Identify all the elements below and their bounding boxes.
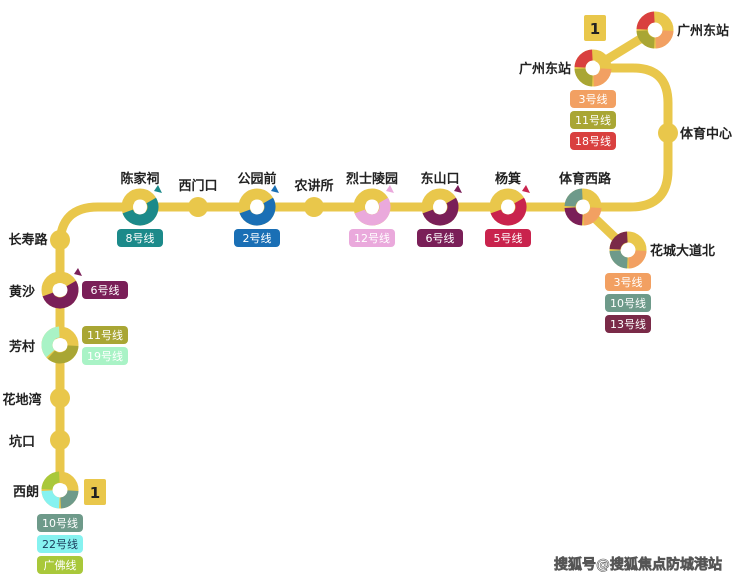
interchange-icon [353, 185, 394, 226]
station-14[interactable]: 花城大道北 3号线 10号线 13号线 [605, 231, 715, 333]
station-label: 坑口 [9, 434, 35, 450]
station-10[interactable]: 烈士陵园 12号线 [346, 171, 398, 247]
line-track-main [55, 63, 673, 495]
interchange-icon [609, 231, 647, 269]
station-label: 东山口 [420, 171, 459, 187]
station-label: 广州东站 [677, 23, 729, 39]
transfer-badge[interactable]: 12号线 [349, 229, 395, 247]
station-label: 农讲所 [293, 178, 333, 194]
transfer-badge[interactable]: 10号线 [37, 514, 83, 532]
station-dot [658, 123, 678, 143]
transfer-badge-label: 11号线 [87, 328, 123, 342]
interchange-icon [421, 185, 462, 226]
transfer-badge[interactable]: 13号线 [605, 315, 651, 333]
interchange-icon [41, 326, 79, 364]
station-2[interactable]: 花地湾 [2, 388, 70, 408]
station-label: 花城大道北 [650, 243, 715, 259]
station-dot [188, 197, 208, 217]
transfer-badge[interactable]: 11号线 [82, 326, 128, 344]
transfer-badge[interactable]: 3号线 [605, 273, 651, 291]
transfer-badge-label: 19号线 [87, 349, 123, 363]
interchange-icon [41, 471, 79, 509]
transfer-badge-label: 13号线 [610, 317, 646, 331]
watermark: 搜狐号@搜狐焦点防城港站 [554, 556, 722, 573]
station-12[interactable]: 杨箕 5号线 [485, 171, 531, 247]
station-5[interactable]: 长寿路 [8, 230, 70, 250]
station-label: 黄沙 [9, 284, 35, 300]
transfer-badge-label: 3号线 [614, 275, 643, 289]
station-6[interactable]: 陈家祠 8号线 [117, 171, 163, 247]
station-label: 花地湾 [2, 392, 41, 408]
station-15[interactable]: 体育中心 [658, 123, 732, 143]
interchange-icon [636, 11, 674, 49]
interchange-icon [121, 185, 162, 226]
transfer-badge[interactable]: 3号线 [570, 90, 616, 108]
station-label: 芳村 [9, 339, 35, 355]
station-label: 体育中心 [680, 126, 732, 142]
station-label: 杨箕 [495, 171, 521, 187]
station-label: 陈家祠 [120, 171, 159, 187]
station-label: 公园前 [237, 171, 276, 187]
interchange-icon [564, 188, 602, 226]
station-1[interactable]: 坑口 [9, 430, 70, 450]
transfer-badge-label: 18号线 [575, 134, 611, 148]
line-number-text: 1 [590, 20, 600, 38]
station-3[interactable]: 芳村 11号线 19号线 [9, 326, 128, 365]
station-8[interactable]: 公园前 2号线 [234, 171, 280, 247]
transfer-badge-label: 10号线 [610, 296, 646, 310]
station-17[interactable]: 广州东站 [636, 11, 729, 49]
station-label: 西门口 [178, 178, 217, 194]
interchange-icon [574, 49, 612, 87]
transfer-badge[interactable]: 2号线 [234, 229, 280, 247]
interchange-icon [238, 185, 279, 226]
transfer-badge-label: 3号线 [579, 92, 608, 106]
transfer-badge-label: 12号线 [354, 231, 390, 245]
transfer-badge-label: 11号线 [575, 113, 611, 127]
transfer-badge-label: 广佛线 [44, 558, 77, 572]
station-label: 烈士陵园 [346, 171, 398, 187]
station-label: 西朗 [13, 484, 39, 500]
transfer-badge[interactable]: 11号线 [570, 111, 616, 129]
transfer-badge-label: 22号线 [42, 537, 78, 551]
station-label: 长寿路 [8, 232, 48, 248]
transfer-badge[interactable]: 6号线 [82, 281, 128, 299]
station-9[interactable]: 农讲所 [293, 178, 334, 217]
transfer-badge[interactable]: 广佛线 [37, 556, 83, 574]
transfer-badge[interactable]: 18号线 [570, 132, 616, 150]
interchange-icon [489, 185, 530, 226]
station-7[interactable]: 西门口 [178, 178, 218, 217]
station-dot [50, 230, 70, 250]
line-number-badge: 1 [584, 15, 606, 41]
station-dot [50, 388, 70, 408]
transfer-badge[interactable]: 19号线 [82, 347, 128, 365]
transfer-badge[interactable]: 5号线 [485, 229, 531, 247]
line-number-badge: 1 [84, 479, 106, 505]
station-dot [304, 197, 324, 217]
station-4[interactable]: 黄沙 6号线 [9, 268, 128, 309]
station-11[interactable]: 东山口 6号线 [417, 171, 463, 247]
transfer-badge-label: 6号线 [91, 283, 120, 297]
transfer-badge-label: 5号线 [494, 231, 523, 245]
transfer-badge[interactable]: 8号线 [117, 229, 163, 247]
station-label: 广州东站 [519, 61, 571, 77]
station-13[interactable]: 体育西路 [559, 171, 612, 226]
station-label: 体育西路 [559, 171, 612, 187]
station-16[interactable]: 广州东站 3号线 11号线 18号线 [519, 49, 616, 150]
transfer-badge-label: 2号线 [243, 231, 272, 245]
interchange-icon [41, 268, 82, 309]
transfer-badge[interactable]: 22号线 [37, 535, 83, 553]
transfer-badge[interactable]: 10号线 [605, 294, 651, 312]
transfer-badge-label: 8号线 [126, 231, 155, 245]
transfer-badge-label: 6号线 [426, 231, 455, 245]
station-dot [50, 430, 70, 450]
transfer-badge-label: 10号线 [42, 516, 78, 530]
transfer-badge[interactable]: 6号线 [417, 229, 463, 247]
line-number-text: 1 [90, 484, 100, 502]
